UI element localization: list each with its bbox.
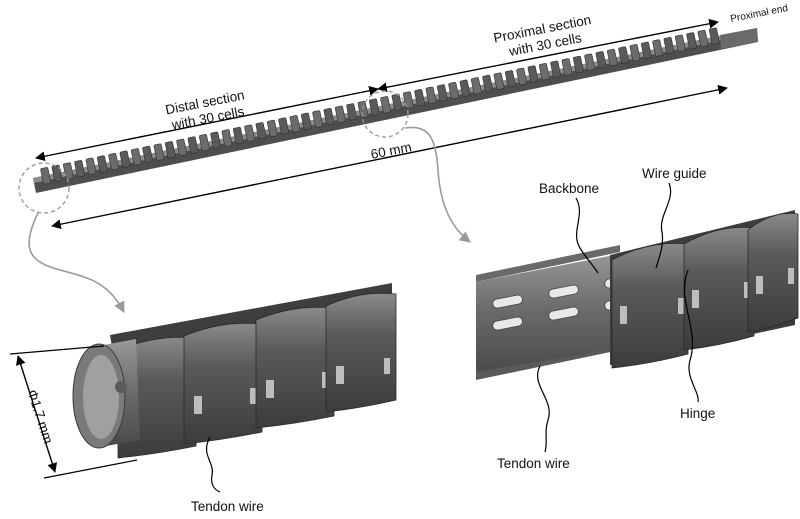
ring-slot bbox=[194, 396, 202, 414]
proximal-tube-end bbox=[720, 28, 758, 49]
wire-guide-leader bbox=[655, 182, 672, 269]
hinge-label: Hinge bbox=[680, 406, 715, 421]
proximal-section-label: Proximal section with 30 cells bbox=[492, 12, 592, 59]
distal-section-label: Distal section with 30 cells bbox=[164, 87, 246, 132]
diameter-label: Φ1.7 mm bbox=[25, 388, 57, 446]
wire-guide-rings bbox=[611, 212, 799, 369]
distal-ring bbox=[325, 292, 397, 413]
tendon-wire-right-leader bbox=[537, 365, 550, 453]
ring-slot bbox=[756, 276, 763, 294]
ring-slot bbox=[250, 388, 256, 404]
wire-guide-ring bbox=[611, 243, 689, 369]
distal-tip-zoom bbox=[72, 283, 397, 459]
shaft-cell bbox=[40, 167, 51, 185]
distal-tip-callout-circle bbox=[18, 162, 70, 214]
backbone-slot bbox=[548, 284, 579, 299]
tube-bore bbox=[83, 355, 119, 439]
backbone-slot bbox=[548, 306, 579, 321]
backbone-slot bbox=[492, 294, 523, 309]
section-joint-callout-arrow bbox=[404, 126, 471, 243]
backbone-leader bbox=[575, 197, 599, 274]
distal-front-tube bbox=[72, 339, 140, 449]
wire-guide-label: Wire guide bbox=[642, 166, 707, 181]
distal-tip-callout-arrow bbox=[28, 212, 125, 313]
ring-slot bbox=[744, 282, 750, 298]
distal-ring bbox=[183, 322, 263, 445]
diameter-top-extension bbox=[9, 345, 105, 355]
tendon-wire-left-label: Tendon wire bbox=[191, 499, 264, 514]
proximal-section-arrow bbox=[377, 18, 719, 93]
proximal-end-label: Proximal end bbox=[729, 3, 788, 25]
section-joint-zoom bbox=[476, 210, 799, 380]
backbone-label: Backbone bbox=[539, 181, 599, 196]
diameter-arrow bbox=[16, 355, 57, 473]
ring-slot bbox=[788, 268, 794, 284]
diameter-bottom-extension bbox=[43, 459, 138, 479]
wire-guide-ring bbox=[683, 227, 755, 351]
distal-ring bbox=[255, 306, 335, 429]
ring-slot bbox=[384, 358, 390, 374]
ring-slot bbox=[692, 290, 699, 308]
tendon-wire-left-leader bbox=[205, 436, 221, 493]
length-label: 60 mm bbox=[369, 139, 412, 162]
ring-slot bbox=[266, 380, 274, 398]
hinge-leader bbox=[684, 269, 699, 403]
section-joint-callout-circle bbox=[361, 90, 409, 138]
ring-slot bbox=[678, 298, 684, 314]
length-arrow bbox=[51, 84, 728, 230]
ring-slot bbox=[336, 366, 344, 384]
wire-guide-ring bbox=[747, 212, 799, 333]
ring-slot bbox=[322, 372, 328, 388]
ring-slot bbox=[620, 306, 627, 324]
backbone-slot bbox=[492, 316, 523, 331]
tendon-wire-right-label: Tendon wire bbox=[497, 456, 570, 471]
